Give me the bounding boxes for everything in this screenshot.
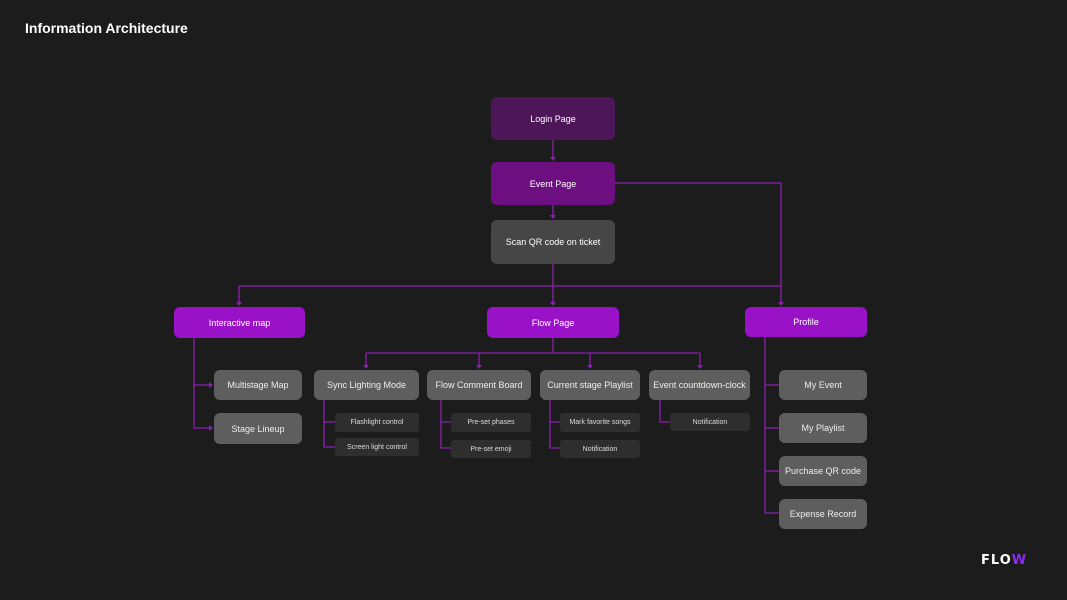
logo-accent: W	[1011, 553, 1028, 568]
flow-comment-node: Flow Comment Board	[427, 370, 531, 400]
expense-record-node: Expense Record	[779, 499, 867, 529]
my-playlist-node: My Playlist	[779, 413, 867, 443]
flow-logo: FLOW	[981, 553, 1027, 568]
preset-phases-node: Pre-set phases	[451, 413, 531, 432]
mark-favorite-node: Mark favorite songs	[560, 413, 640, 432]
purchase-qr-node: Purchase QR code	[779, 456, 867, 486]
my-event-node: My Event	[779, 370, 867, 400]
event-page-node: Event Page	[491, 162, 615, 205]
current-playlist-node: Current stage Playlist	[540, 370, 640, 400]
logo-text: FLO	[981, 553, 1012, 568]
multistage-map-node: Multistage Map	[214, 370, 302, 400]
playlist-notification-node: Notification	[560, 440, 640, 458]
page-title: Information Architecture	[25, 20, 188, 36]
scan-qr-node: Scan QR code on ticket	[491, 220, 615, 264]
screen-light-node: Screen light control	[335, 438, 419, 456]
interactive-map-node: Interactive map	[174, 307, 305, 338]
flashlight-node: Flashlight control	[335, 413, 419, 432]
flow-page-node: Flow Page	[487, 307, 619, 338]
countdown-node: Event countdown-clock	[649, 370, 750, 400]
countdown-notification-node: Notification	[670, 413, 750, 431]
stage-lineup-node: Stage Lineup	[214, 413, 302, 444]
preset-emoji-node: Pre-set emoji	[451, 440, 531, 458]
login-page-node: Login Page	[491, 97, 615, 140]
profile-node: Profile	[745, 307, 867, 337]
sync-lighting-node: Sync Lighting Mode	[314, 370, 419, 400]
